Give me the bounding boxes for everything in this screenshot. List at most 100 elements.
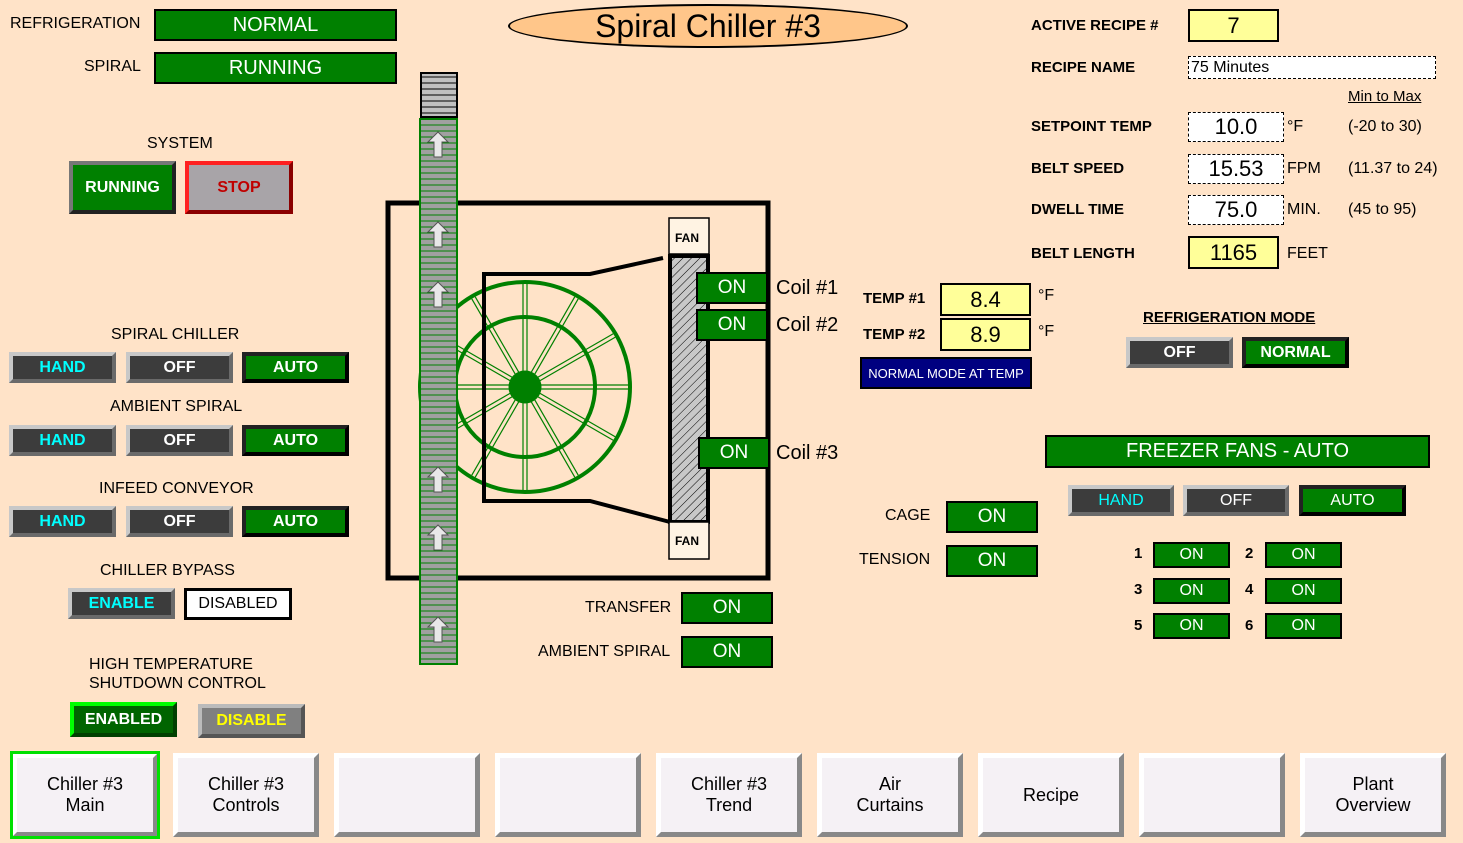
active-recipe-value[interactable]: 7 (1188, 9, 1279, 42)
dwell-time-input[interactable]: 75.0 (1188, 195, 1284, 225)
drum-spoke (539, 336, 616, 382)
ambient-spiral-label: AMBIENT SPIRAL (110, 398, 243, 415)
belt-speed-input[interactable]: 15.53 (1188, 154, 1284, 184)
ambient-spiral-hand-button[interactable]: HAND (9, 425, 116, 456)
fans-hand-button[interactable]: HAND (1068, 485, 1174, 516)
system-stop-button[interactable]: STOP (185, 161, 293, 214)
drum-spoke (537, 333, 614, 378)
mode-status-banner: NORMAL MODE AT TEMP (860, 357, 1032, 389)
drum-spoke (537, 396, 614, 441)
belt-direction-arrow-icon (426, 221, 450, 248)
system-running-button[interactable]: RUNNING (69, 161, 176, 214)
bypass-enable-button[interactable]: ENABLE (68, 588, 175, 619)
nav-blank-1[interactable] (334, 753, 480, 837)
fan-3-num: 3 (1134, 581, 1143, 598)
temp-2-label: TEMP #2 (863, 326, 926, 343)
fan-top-label: FAN (675, 231, 699, 245)
system-label: SYSTEM (147, 135, 213, 152)
coil-2-status: ON (696, 309, 768, 341)
nav-plant-overview[interactable]: Plant Overview (1300, 753, 1446, 837)
ambient-spiral-status: ON (681, 636, 773, 668)
high-temp-disable-button[interactable]: DISABLE (198, 704, 305, 738)
dwell-time-unit: MIN. (1287, 201, 1321, 218)
spiral-diagram (385, 72, 771, 665)
nav-recipe[interactable]: Recipe (978, 753, 1124, 837)
coil-3-status: ON (698, 437, 770, 469)
dwell-time-label: DWELL TIME (1031, 201, 1125, 218)
chiller-bypass-label: CHILLER BYPASS (100, 562, 235, 579)
ambient-spiral-auto-button[interactable]: AUTO (242, 425, 349, 456)
tension-label: TENSION (859, 551, 931, 568)
nav-chiller-controls[interactable]: Chiller #3 Controls (173, 753, 319, 837)
refrigeration-label: REFRIGERATION (10, 15, 141, 32)
drum-spoke (534, 399, 579, 476)
high-temp-label-1: HIGH TEMPERATURE (89, 656, 253, 673)
drum-spoke (534, 298, 579, 375)
belt-direction-arrow-icon (426, 131, 450, 158)
transfer-label: TRANSFER (585, 599, 672, 616)
recipe-name-field[interactable]: 75 Minutes (1188, 56, 1436, 79)
belt-direction-arrow-icon (426, 281, 450, 308)
active-recipe-label: ACTIVE RECIPE # (1031, 17, 1159, 34)
drum-spoke (530, 296, 576, 373)
belt-speed-label: BELT SPEED (1031, 160, 1125, 177)
coil-3-label: Coil #3 (776, 442, 839, 464)
drum-spoke (530, 401, 576, 478)
fan-6-num: 6 (1245, 617, 1254, 634)
infeed-conveyor-hand-button[interactable]: HAND (9, 506, 116, 537)
nav-blank-2[interactable] (495, 753, 641, 837)
fan-bottom-label: FAN (675, 534, 699, 548)
dwell-time-range: (45 to 95) (1348, 201, 1417, 218)
fans-auto-button[interactable]: AUTO (1299, 485, 1406, 516)
setpoint-temp-unit: °F (1287, 118, 1304, 135)
refrigeration-mode-label: REFRIGERATION MODE (1143, 309, 1316, 326)
refmode-off-button[interactable]: OFF (1126, 337, 1233, 368)
nav-chiller-trend[interactable]: Chiller #3 Trend (656, 753, 802, 837)
refrigeration-status: NORMAL (154, 9, 397, 41)
fan-4-status: ON (1265, 578, 1342, 604)
infeed-conveyor-label: INFEED CONVEYOR (99, 480, 254, 497)
spiral-chiller-auto-button[interactable]: AUTO (242, 352, 349, 383)
belt-length-label: BELT LENGTH (1031, 245, 1135, 262)
spiral-status: RUNNING (154, 52, 397, 84)
nav-blank-3[interactable] (1139, 753, 1285, 837)
spiral-chiller-label: SPIRAL CHILLER (111, 326, 240, 343)
cage-label: CAGE (885, 507, 931, 524)
belt-direction-arrow-icon (426, 616, 450, 643)
belt-speed-range: (11.37 to 24) (1348, 160, 1438, 177)
range-header: Min to Max (1348, 88, 1422, 105)
ambient-spiral-status-label: AMBIENT SPIRAL (538, 643, 671, 660)
ambient-spiral-off-button[interactable]: OFF (126, 425, 233, 456)
temp-2-unit: °F (1038, 323, 1055, 340)
bypass-disabled-status: DISABLED (184, 588, 292, 620)
fans-off-button[interactable]: OFF (1183, 485, 1289, 516)
tension-status: ON (946, 545, 1038, 577)
fan-2-status: ON (1265, 542, 1342, 568)
temp-1-value: 8.4 (940, 283, 1031, 316)
infeed-conveyor-auto-button[interactable]: AUTO (242, 506, 349, 537)
page-title-banner: Spiral Chiller #3 (508, 4, 908, 48)
setpoint-temp-range: (-20 to 30) (1348, 118, 1422, 135)
belt-direction-arrow-icon (426, 466, 450, 493)
transfer-status: ON (681, 592, 773, 624)
nav-chiller-main[interactable]: Chiller #3 Main (10, 751, 160, 839)
discharge-conveyor (420, 72, 458, 118)
infeed-conveyor-off-button[interactable]: OFF (126, 506, 233, 537)
fan-bottom (668, 521, 710, 560)
spiral-chiller-hand-button[interactable]: HAND (9, 352, 116, 383)
setpoint-temp-input[interactable]: 10.0 (1188, 112, 1284, 142)
coil-1-label: Coil #1 (776, 277, 839, 299)
high-temp-enabled-button[interactable]: ENABLED (70, 702, 177, 737)
coil-2-label: Coil #2 (776, 314, 839, 336)
fan-2-num: 2 (1245, 545, 1254, 562)
temp-1-unit: °F (1038, 287, 1055, 304)
fan-5-status: ON (1153, 613, 1230, 639)
spiral-chiller-off-button[interactable]: OFF (126, 352, 233, 383)
fan-6-status: ON (1265, 613, 1342, 639)
fan-4-num: 4 (1245, 581, 1254, 598)
temp-2-value: 8.9 (940, 318, 1031, 351)
refmode-normal-button[interactable]: NORMAL (1242, 337, 1349, 368)
nav-air-curtains[interactable]: Air Curtains (817, 753, 963, 837)
infeed-belt (419, 118, 458, 665)
spiral-label: SPIRAL (84, 58, 141, 75)
